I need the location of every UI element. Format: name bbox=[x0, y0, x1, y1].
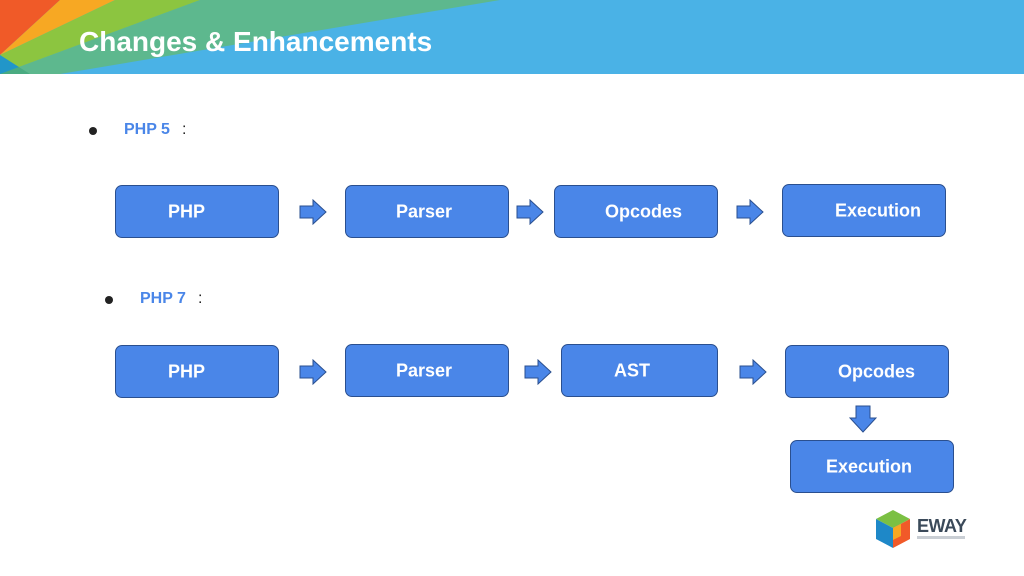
php7-arrow-3 bbox=[739, 359, 767, 385]
php5-step-opcodes: Opcodes bbox=[554, 185, 718, 238]
php5-step-parser: Parser bbox=[345, 185, 509, 238]
php7-step-parser: Parser bbox=[345, 344, 509, 397]
php7-step-ast: AST bbox=[561, 344, 718, 397]
php7-arrow-1 bbox=[299, 359, 327, 385]
php5-arrow-3 bbox=[736, 199, 764, 225]
header-rays-decoration bbox=[0, 0, 500, 74]
eway-logo-text: EWAY bbox=[917, 516, 967, 536]
bullet-dot-php7 bbox=[105, 296, 113, 304]
eway-logo-icon bbox=[876, 510, 910, 548]
php5-arrow-1 bbox=[299, 199, 327, 225]
php7-arrow-2 bbox=[524, 359, 552, 385]
eway-logo-tagline bbox=[917, 536, 965, 539]
slide-header: Changes & Enhancements bbox=[0, 0, 1024, 74]
php7-label: PHP 7 bbox=[140, 290, 186, 307]
php7-step-php: PHP bbox=[115, 345, 279, 398]
php5-step-execution: Execution bbox=[782, 184, 946, 237]
php5-step-php: PHP bbox=[115, 185, 279, 238]
php5-arrow-2 bbox=[516, 199, 544, 225]
php7-arrow-down bbox=[849, 405, 877, 433]
slide-title: Changes & Enhancements bbox=[79, 26, 433, 57]
php7-colon: : bbox=[198, 290, 203, 307]
php5-label: PHP 5 bbox=[124, 121, 170, 138]
php5-colon: : bbox=[182, 121, 187, 138]
bullet-dot-php5 bbox=[89, 127, 97, 135]
php7-step-execution: Execution bbox=[790, 440, 954, 493]
php7-step-opcodes: Opcodes bbox=[785, 345, 949, 398]
